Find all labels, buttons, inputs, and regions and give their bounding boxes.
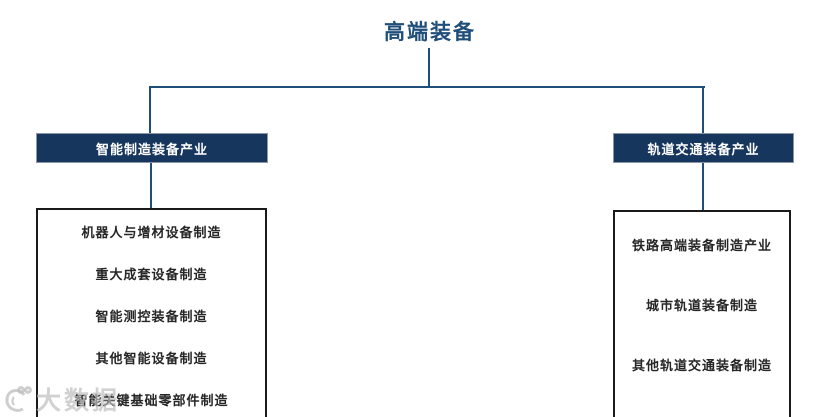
branch-header-rail-transit: 轨道交通装备产业 — [613, 133, 794, 163]
list-item: 重大成套设备制造 — [95, 267, 208, 283]
list-item: 其他智能设备制造 — [95, 351, 208, 367]
connector-title-stub — [428, 48, 430, 88]
list-item: 城市轨道装备制造 — [645, 298, 758, 314]
watermark-logo-icon — [2, 385, 34, 415]
diagram-title: 高端装备 — [384, 20, 476, 44]
branch-header-intelligent-manufacturing: 智能制造装备产业 — [36, 133, 268, 163]
connector-right-drop — [702, 86, 704, 133]
list-item: 机器人与增材设备制造 — [81, 225, 222, 241]
list-item: 铁路高端装备制造产业 — [631, 238, 772, 254]
list-item: 智能测控装备制造 — [95, 309, 208, 325]
list-box-intelligent-manufacturing: 机器人与增材设备制造 重大成套设备制造 智能测控装备制造 其他智能设备制造 智能… — [36, 208, 267, 417]
connector-right-to-list — [702, 162, 704, 210]
connector-horizontal — [149, 86, 705, 88]
list-item: 其他轨道交通装备制造 — [631, 358, 772, 374]
list-item: 智能关键基础零部件制造 — [74, 393, 229, 409]
connector-left-drop — [149, 86, 151, 133]
connector-left-to-list — [150, 162, 152, 208]
list-box-rail-transit: 铁路高端装备制造产业 城市轨道装备制造 其他轨道交通装备制造 — [613, 210, 791, 417]
